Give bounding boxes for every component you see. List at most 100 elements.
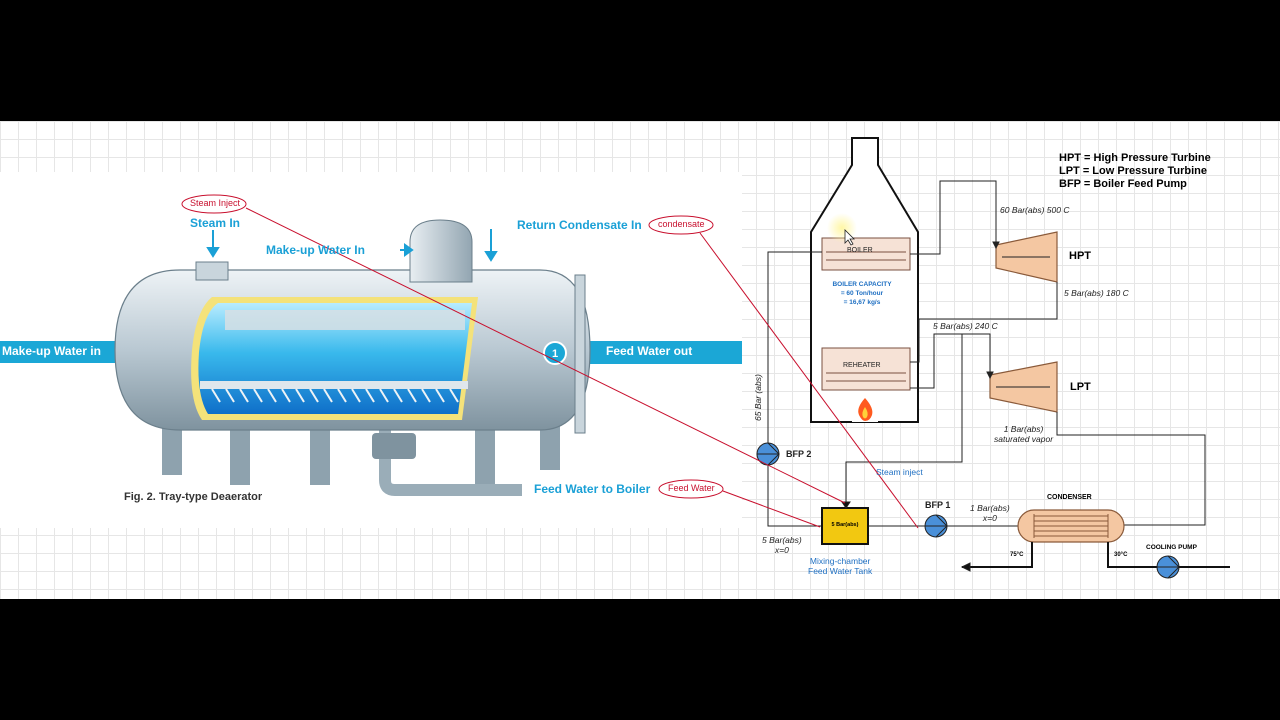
sparger-nozzle	[407, 388, 417, 403]
bfp2-suction-line	[767, 465, 822, 527]
feed-water-tank	[821, 507, 869, 545]
feed-water-callout: Feed Water	[668, 483, 715, 493]
cooling-water-out	[962, 542, 1033, 568]
sparger-nozzle	[267, 388, 277, 403]
cooling-water-out-arrow	[960, 562, 971, 572]
lpt-outlet-pressure: 1 Bar(abs)	[1003, 424, 1044, 434]
boiler-coil	[821, 237, 911, 271]
condensate-callout: condensate	[658, 219, 705, 229]
feed-water-leader	[722, 490, 821, 528]
steam-inject-line	[845, 334, 963, 508]
hpt-outlet-state: 5 Bar(abs) 180 C	[1064, 288, 1129, 298]
makeup-water-in-top-label: Make-up Water In	[266, 243, 365, 257]
tank-caption: Mixing-chamber Feed Water Tank	[808, 556, 872, 576]
steam-inject-leader	[245, 207, 846, 504]
boiler-capacity: BOILER CAPACITY = 60 Ton/hour = 16,67 kg…	[822, 280, 902, 307]
cursor-arrow	[844, 229, 855, 246]
legend-hpt: HPT = High Pressure Turbine	[1059, 152, 1211, 164]
reheater-label: REHEATER	[843, 362, 881, 369]
cooling-pump-label: COOLING PUMP	[1146, 544, 1197, 551]
boiler-feed-line	[767, 251, 822, 443]
boiler-capacity-tons: = 60 Ton/hour	[840, 290, 884, 297]
deaerator-illustration: 1	[0, 172, 742, 528]
sparger-nozzle	[281, 388, 291, 403]
sparger-nozzle	[323, 388, 333, 403]
sparger-nozzle	[421, 388, 431, 403]
marker-one	[543, 341, 567, 365]
diagram-canvas: 1	[0, 121, 1280, 599]
main-steam-line	[910, 180, 997, 255]
steam-inject-callout-ellipse	[181, 194, 247, 214]
sparger-nozzle	[211, 388, 221, 403]
bfp1-pump-symbol	[925, 514, 948, 538]
legend-bfp: BFP = Boiler Feed Pump	[1059, 178, 1187, 190]
feed-water-to-boiler-label: Feed Water to Boiler	[534, 482, 651, 496]
sparger-nozzles	[211, 388, 459, 403]
steam-nozzle	[195, 261, 229, 281]
makeup-water-band	[0, 341, 122, 363]
lpt-inlet-state: 5 Bar(abs) 240 C	[933, 321, 998, 331]
hpt-label: HPT	[1069, 250, 1091, 262]
condenser-tubes	[1033, 514, 1109, 538]
vent-dome	[409, 219, 473, 283]
lpt-outlet-quality: saturated vapor	[994, 434, 1054, 444]
outlet-pump-body	[372, 433, 416, 459]
sparger-nozzle	[295, 388, 305, 403]
condenser-label: CONDENSER	[1047, 494, 1092, 501]
bfp1-label: BFP 1	[925, 500, 951, 510]
steam-inject-arrow	[841, 501, 851, 509]
tank-outlet-pressure: 5 Bar(abs)	[762, 535, 802, 545]
flame-icon	[858, 398, 873, 421]
steam-in-label: Steam In	[190, 216, 241, 230]
hpt-inlet-state: 60 Bar(abs) 500 C	[1000, 205, 1070, 215]
condenser-inlet-quality: x=0	[982, 513, 997, 523]
feed-water-pipe	[379, 430, 522, 496]
tank-label: 5 Bar(abs)	[831, 522, 859, 528]
sparger-nozzle	[225, 388, 235, 403]
cycle-schematic	[756, 137, 1230, 579]
feed-water-out-label: Feed Water out	[606, 344, 693, 358]
sparger-nozzle	[435, 388, 445, 403]
sparger-nozzle	[337, 388, 347, 403]
condensate-leader	[699, 232, 919, 529]
legend-lpt: LPT = Low Pressure Turbine	[1059, 165, 1208, 177]
sight-glass	[574, 274, 586, 434]
condensate-callout-ellipse	[648, 215, 714, 235]
diagram-stage: 1	[0, 137, 1230, 579]
condenser-inlet-pressure: 1 Bar(abs)	[970, 503, 1010, 513]
lpt-label: LPT	[1070, 381, 1091, 393]
feed-water-callout-ellipse	[658, 479, 724, 499]
sparger-nozzle	[253, 388, 263, 403]
boiler-capacity-flow: = 16,67 kg/s	[843, 299, 881, 306]
callout-lines	[181, 194, 919, 529]
sparger-nozzle	[365, 388, 375, 403]
lpt-outlet-state: 1 Bar(abs) saturated vapor	[994, 424, 1053, 444]
feed-water-band	[590, 341, 742, 364]
reheater-coil-tubes	[826, 372, 906, 382]
cooling-water-out-temp: 75°C	[1010, 552, 1024, 558]
boiler-coil-tubes	[826, 251, 906, 261]
boiler-capacity-title: BOILER CAPACITY	[832, 281, 892, 288]
tank-caption-line1: Mixing-chamber	[809, 556, 871, 566]
sparger-nozzle	[239, 388, 249, 403]
boiler-label: BOILER	[847, 247, 873, 254]
sparger-nozzle	[449, 388, 459, 403]
hot-reheat-line	[910, 333, 991, 389]
makeup-water-in-left-label: Make-up Water in	[2, 344, 101, 358]
marker-one-label: 1	[552, 348, 558, 360]
tank-outlet-state: 5 Bar(abs) x=0	[762, 535, 802, 555]
lpt-inlet-arrow	[986, 371, 994, 380]
sparger-nozzle	[393, 388, 403, 403]
bfp2-pressure: 65 Bar (abs)	[753, 374, 763, 421]
tray-section	[225, 310, 465, 330]
cooling-pump-symbol	[1157, 555, 1180, 579]
cooling-water-in-temp: 30°C	[1114, 552, 1128, 558]
hpt-inlet-arrow	[992, 241, 1000, 250]
reheater-coil	[821, 347, 911, 391]
inflow-arrows	[206, 229, 498, 262]
bfp2-pump-symbol	[757, 442, 780, 466]
steam-inject-label: Steam inject	[876, 467, 923, 477]
condenser-inlet-state: 1 Bar(abs) x=0	[970, 503, 1010, 523]
sparger-nozzle	[379, 388, 389, 403]
return-condensate-label: Return Condensate In	[517, 218, 642, 232]
